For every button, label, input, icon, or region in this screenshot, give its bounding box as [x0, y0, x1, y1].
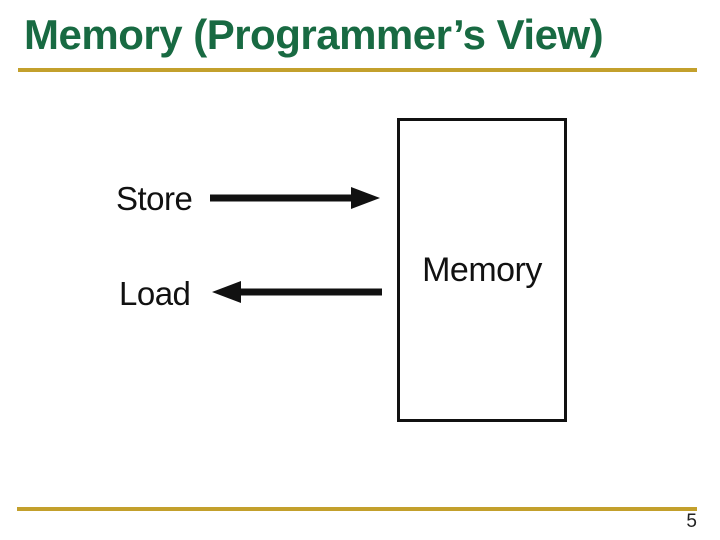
load-left-arrow-icon	[212, 281, 382, 303]
store-right-arrow-icon	[210, 187, 380, 209]
slide-title: Memory (Programmer’s View)	[24, 11, 604, 58]
memory-box: Memory	[397, 118, 567, 422]
page-number: 5	[686, 511, 697, 532]
title-underline-rule	[18, 68, 697, 72]
footer-rule	[17, 507, 697, 511]
store-label: Store	[116, 180, 193, 217]
memory-box-label: Memory	[422, 250, 542, 289]
load-label: Load	[119, 275, 191, 312]
